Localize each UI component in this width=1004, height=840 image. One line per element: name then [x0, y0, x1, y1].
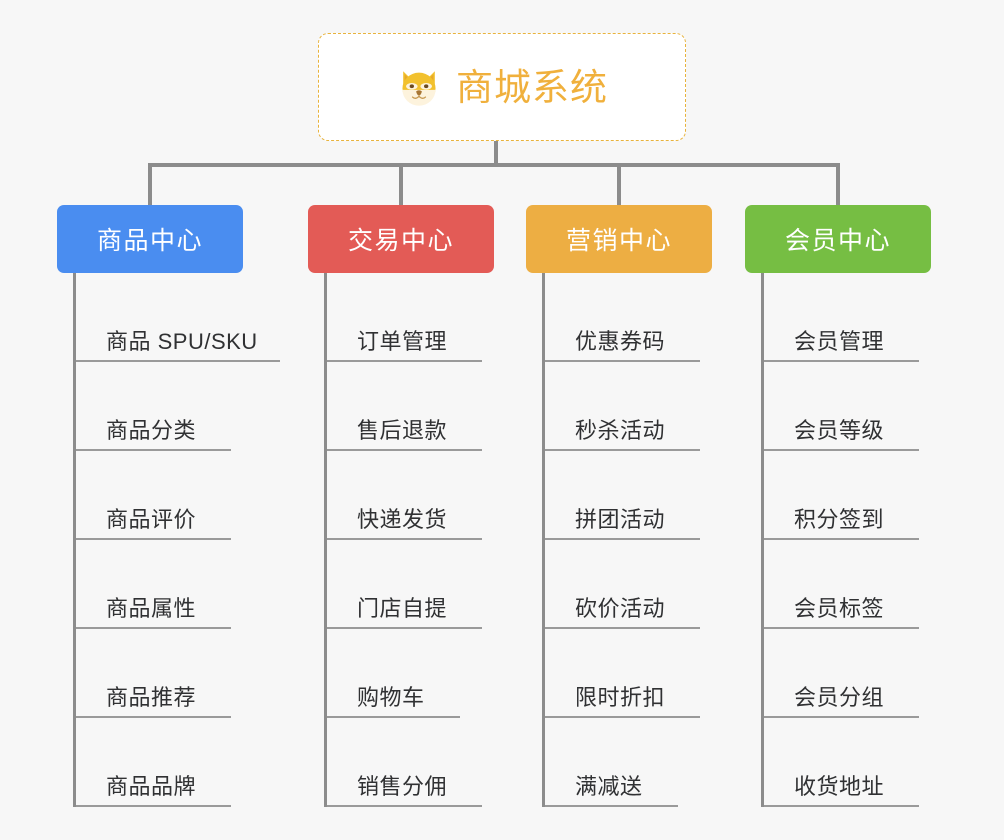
leaf-list-product: 商品 SPU/SKU 商品分类 商品评价 商品属性 商品推荐 — [73, 273, 297, 807]
leaf-rule — [764, 360, 919, 362]
leaf-rule — [545, 627, 700, 629]
leaf-list-trade: 订单管理 售后退款 快递发货 门店自提 购物车 — [324, 273, 530, 807]
list-item[interactable]: 订单管理 — [327, 273, 530, 362]
leaf-list-member: 会员管理 会员等级 积分签到 会员标签 会员分组 — [761, 273, 958, 807]
list-item[interactable]: 秒杀活动 — [545, 362, 740, 451]
list-item[interactable]: 商品评价 — [76, 451, 297, 540]
leaf-label: 会员等级 — [794, 418, 885, 443]
root-node-wrapper: 商城系统 — [0, 33, 1004, 141]
leaf-label: 商品 SPU/SKU — [106, 329, 258, 354]
leaf-rule — [545, 805, 678, 807]
leaf-label: 砍价活动 — [575, 596, 666, 621]
leaf-rule — [764, 805, 919, 807]
leaf-label: 商品评价 — [106, 507, 197, 532]
leaf-rule — [76, 627, 231, 629]
leaf-label: 门店自提 — [357, 596, 448, 621]
list-item[interactable]: 商品分类 — [76, 362, 297, 451]
leaf-rule — [764, 627, 919, 629]
leaf-rule — [76, 360, 280, 362]
root-node[interactable]: 商城系统 — [318, 33, 686, 141]
list-item[interactable]: 拼团活动 — [545, 451, 740, 540]
list-item[interactable]: 满减送 — [545, 718, 740, 807]
category-column-marketing: 营销中心 优惠券码 秒杀活动 拼团活动 砍价活动 — [526, 205, 740, 807]
leaf-label: 商品分类 — [106, 418, 197, 443]
list-item[interactable]: 砍价活动 — [545, 540, 740, 629]
shiba-inu-dog-face-icon — [402, 71, 436, 106]
category-columns: 商品中心 商品 SPU/SKU 商品分类 商品评价 商品属性 — [0, 205, 1004, 840]
drop-connector-1 — [148, 163, 152, 207]
list-item[interactable]: 快递发货 — [327, 451, 530, 540]
category-header-label: 营销中心 — [565, 227, 672, 255]
leaf-rule — [327, 627, 482, 629]
drop-connector-3 — [617, 163, 621, 207]
list-item[interactable]: 售后退款 — [327, 362, 530, 451]
list-item[interactable]: 限时折扣 — [545, 629, 740, 718]
drop-connector-2 — [399, 163, 403, 207]
list-item[interactable]: 购物车 — [327, 629, 530, 718]
category-header-label: 会员中心 — [784, 227, 891, 255]
category-header-member[interactable]: 会员中心 — [745, 205, 931, 273]
list-item[interactable]: 销售分佣 — [327, 718, 530, 807]
category-header-trade[interactable]: 交易中心 — [308, 205, 494, 273]
leaf-label: 销售分佣 — [357, 774, 448, 799]
leaf-label: 商品推荐 — [106, 685, 197, 710]
leaf-label: 订单管理 — [357, 329, 448, 354]
leaf-label: 会员分组 — [794, 685, 885, 710]
leaf-rule — [76, 449, 231, 451]
leaf-label: 收货地址 — [794, 774, 885, 799]
leaf-label: 秒杀活动 — [575, 418, 666, 443]
list-item[interactable]: 优惠券码 — [545, 273, 740, 362]
leaf-list-marketing: 优惠券码 秒杀活动 拼团活动 砍价活动 限时折扣 — [542, 273, 740, 807]
category-column-trade: 交易中心 订单管理 售后退款 快递发货 门店自提 — [308, 205, 530, 807]
leaf-label: 售后退款 — [357, 418, 448, 443]
drop-connector-4 — [836, 163, 840, 207]
list-item[interactable]: 商品品牌 — [76, 718, 297, 807]
list-item[interactable]: 商品推荐 — [76, 629, 297, 718]
leaf-label: 限时折扣 — [575, 685, 666, 710]
leaf-rule — [327, 360, 482, 362]
leaf-label: 快递发货 — [357, 507, 448, 532]
leaf-rule — [327, 716, 460, 718]
root-title: 商城系统 — [456, 66, 608, 108]
category-column-product: 商品中心 商品 SPU/SKU 商品分类 商品评价 商品属性 — [57, 205, 297, 807]
leaf-rule — [327, 449, 482, 451]
leaf-label: 会员管理 — [794, 329, 885, 354]
category-header-product[interactable]: 商品中心 — [57, 205, 243, 273]
leaf-rule — [327, 805, 482, 807]
leaf-rule — [545, 716, 700, 718]
list-item[interactable]: 会员等级 — [764, 362, 958, 451]
leaf-rule — [327, 538, 482, 540]
leaf-label: 满减送 — [575, 774, 643, 799]
list-item[interactable]: 收货地址 — [764, 718, 958, 807]
list-item[interactable]: 商品 SPU/SKU — [76, 273, 297, 362]
leaf-label: 会员标签 — [794, 596, 885, 621]
list-item[interactable]: 门店自提 — [327, 540, 530, 629]
leaf-label: 商品属性 — [106, 596, 197, 621]
leaf-rule — [545, 360, 700, 362]
list-item[interactable]: 会员管理 — [764, 273, 958, 362]
leaf-label: 优惠券码 — [575, 329, 666, 354]
category-column-member: 会员中心 会员管理 会员等级 积分签到 会员标签 — [745, 205, 958, 807]
leaf-rule — [764, 449, 919, 451]
root-stem-connector — [494, 141, 498, 165]
category-header-marketing[interactable]: 营销中心 — [526, 205, 712, 273]
list-item[interactable]: 会员分组 — [764, 629, 958, 718]
leaf-rule — [764, 538, 919, 540]
leaf-label: 购物车 — [357, 685, 425, 710]
horizontal-bus-connector — [150, 163, 838, 167]
leaf-rule — [764, 716, 919, 718]
leaf-rule — [545, 538, 700, 540]
list-item[interactable]: 积分签到 — [764, 451, 958, 540]
leaf-rule — [76, 716, 231, 718]
category-header-label: 商品中心 — [96, 227, 203, 255]
leaf-rule — [76, 805, 231, 807]
leaf-rule — [76, 538, 231, 540]
list-item[interactable]: 商品属性 — [76, 540, 297, 629]
leaf-label: 积分签到 — [794, 507, 885, 532]
list-item[interactable]: 会员标签 — [764, 540, 958, 629]
leaf-rule — [545, 449, 700, 451]
leaf-label: 拼团活动 — [575, 507, 666, 532]
category-header-label: 交易中心 — [347, 227, 454, 255]
leaf-label: 商品品牌 — [106, 774, 197, 799]
